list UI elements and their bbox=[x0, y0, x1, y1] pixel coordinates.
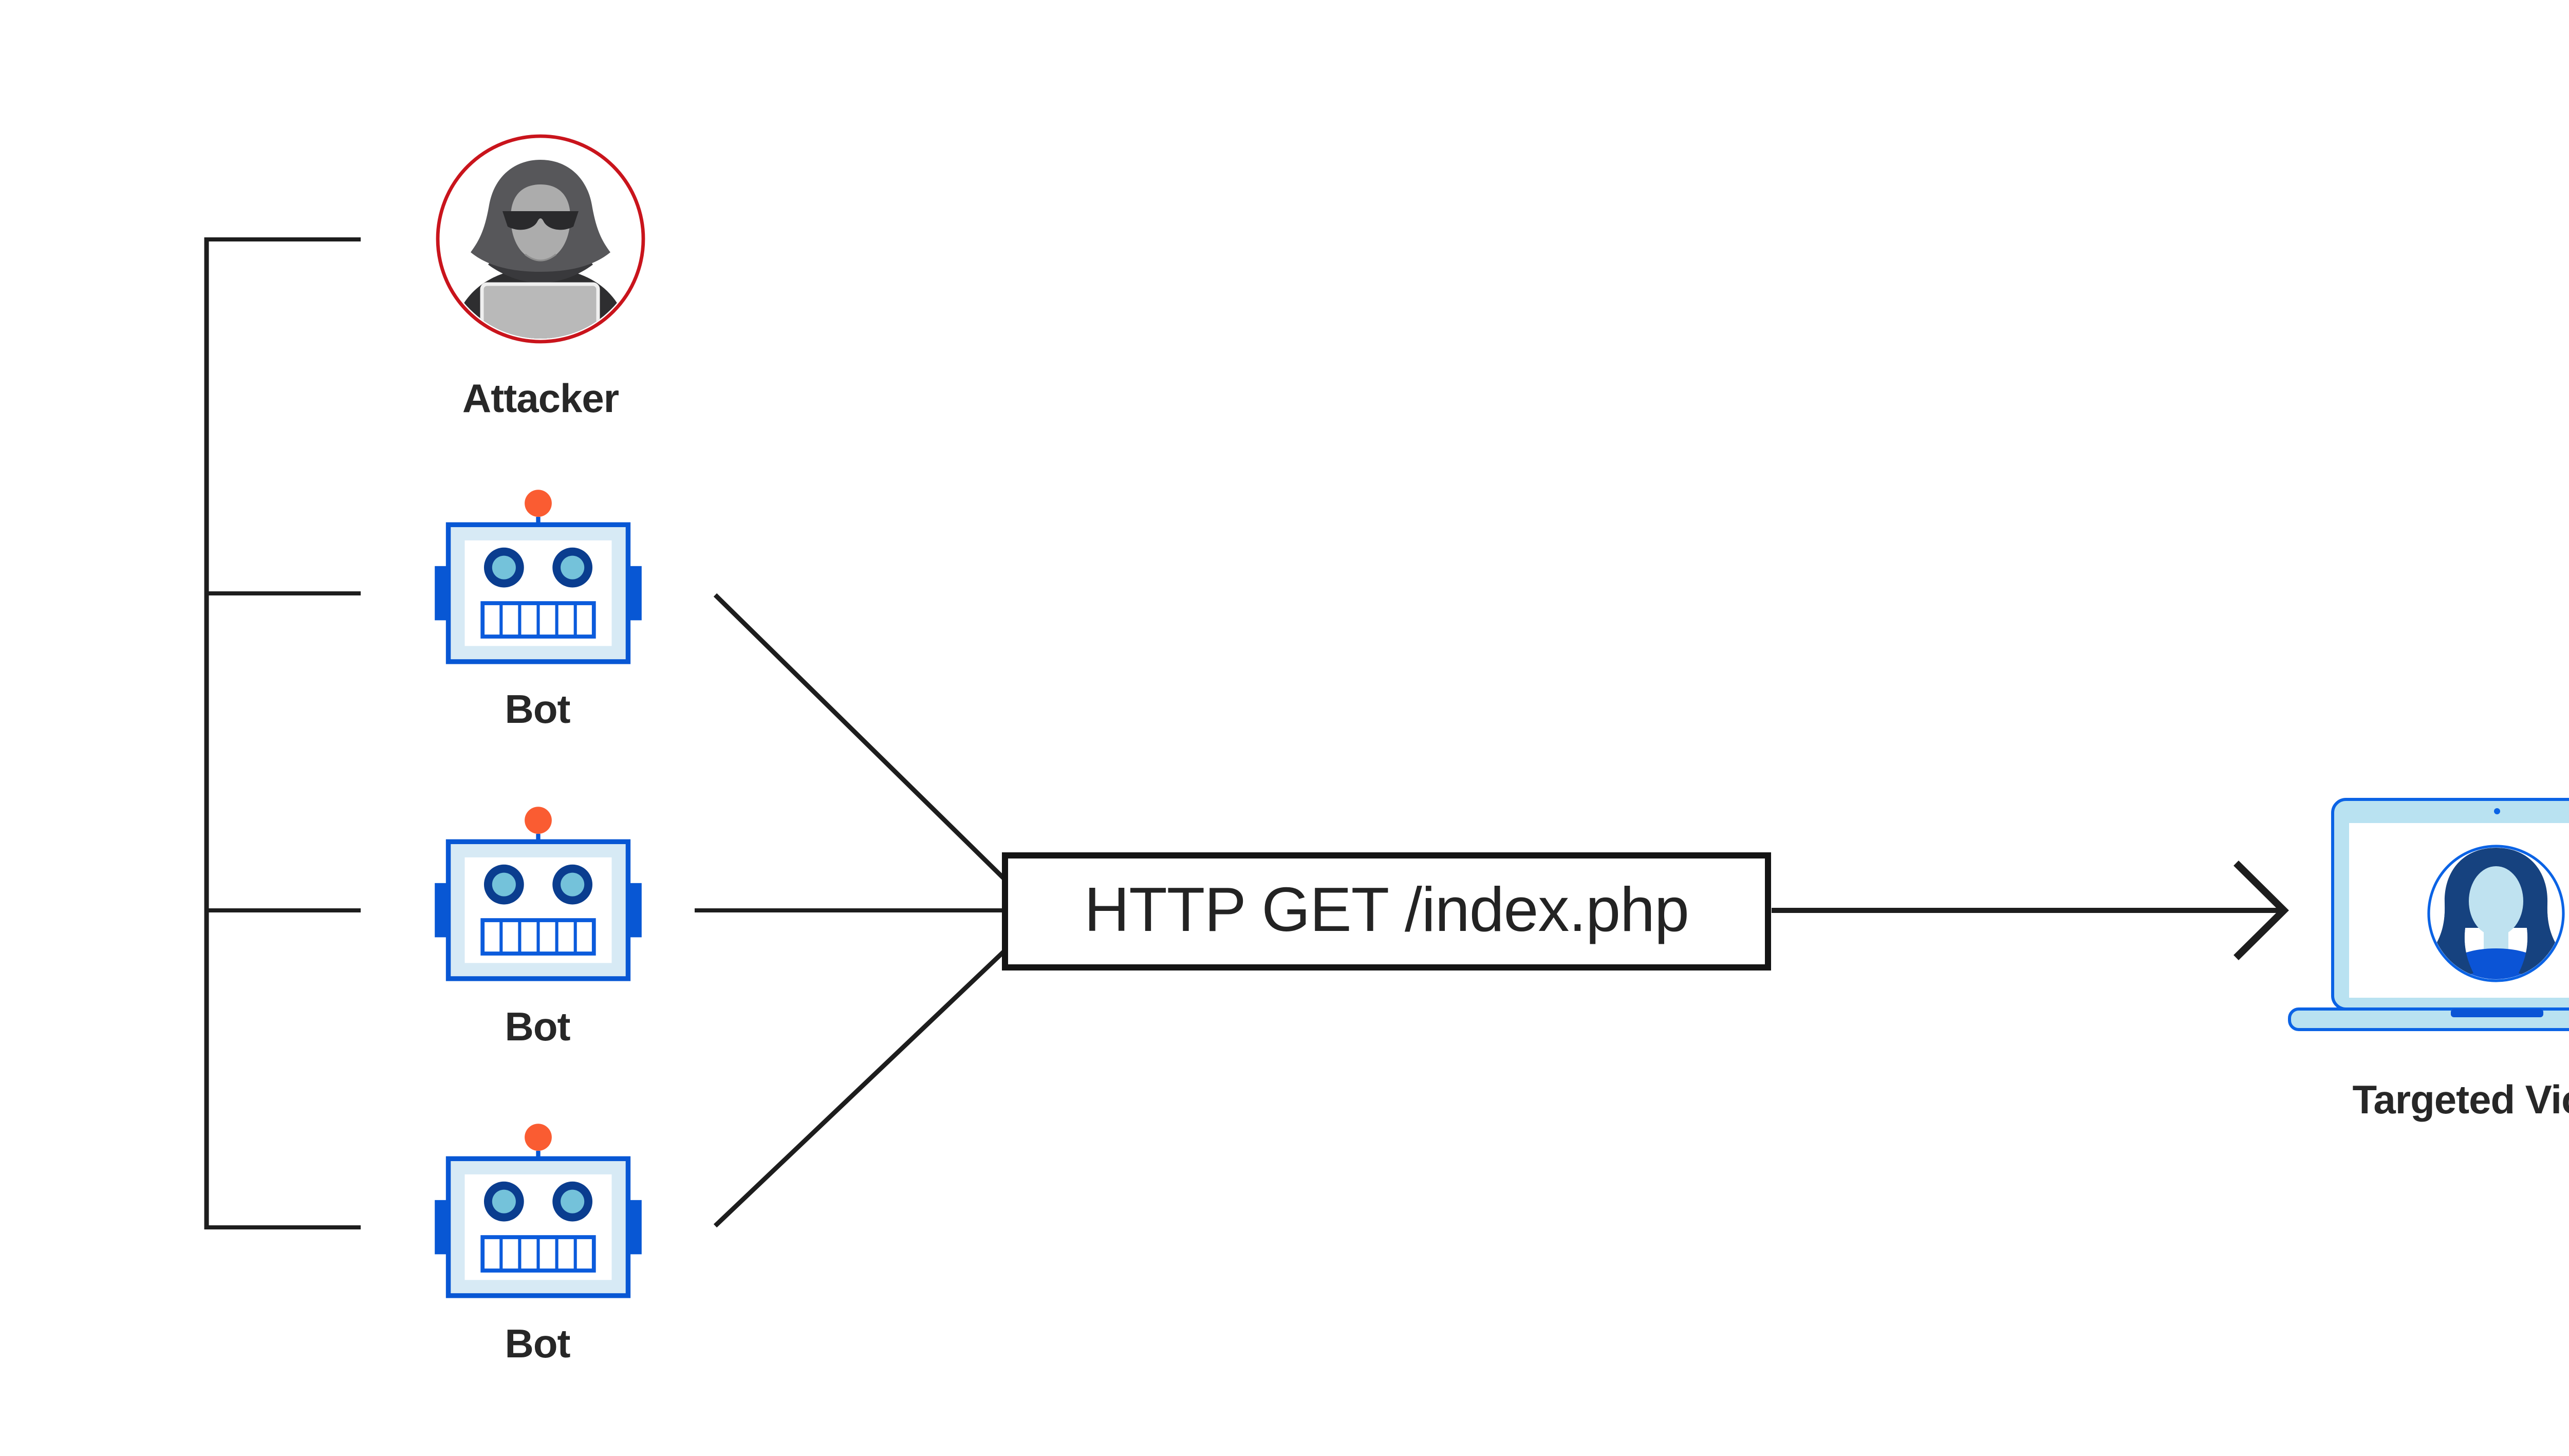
laptop-icon bbox=[2288, 798, 2569, 1031]
http-request-box: HTTP GET /index.php bbox=[1002, 852, 1771, 970]
bot-eye-left-pupil bbox=[492, 555, 516, 580]
laptop-hinge-notch bbox=[2451, 1009, 2543, 1017]
attacker-face bbox=[511, 184, 570, 260]
attacker-chin-line bbox=[525, 253, 556, 262]
avatar-face bbox=[2469, 866, 2523, 936]
bot-icon bbox=[435, 807, 642, 981]
bot1-label: Bot bbox=[505, 686, 571, 732]
bot-icon bbox=[435, 490, 642, 664]
bot-antenna-ball bbox=[525, 807, 552, 834]
avatar-hair-locks bbox=[2430, 903, 2562, 975]
victim-label: Targeted Victim bbox=[2352, 1077, 2569, 1122]
bot-mouth bbox=[480, 1235, 596, 1273]
bot1-to-box-line bbox=[713, 593, 1008, 882]
bot3-label: Bot bbox=[505, 1321, 571, 1366]
bot-mouth bbox=[480, 601, 596, 639]
http-request-label: HTTP GET /index.php bbox=[1084, 874, 1689, 944]
bot2-label: Bot bbox=[505, 1004, 571, 1049]
bot3-to-box-line bbox=[713, 948, 1008, 1228]
laptop-camera-dot bbox=[2494, 808, 2500, 814]
bot-antenna-ball bbox=[525, 1124, 552, 1151]
bot-eye-right-pupil bbox=[561, 555, 585, 580]
bot-icon bbox=[435, 1124, 642, 1298]
bot-antenna-ball bbox=[525, 490, 552, 517]
attacker-laptop bbox=[480, 282, 600, 339]
arrowhead-icon bbox=[2233, 861, 2289, 960]
avatar-neck bbox=[2484, 926, 2508, 953]
bot-eye-left-pupil bbox=[492, 872, 516, 897]
attacker-sunglasses bbox=[502, 211, 579, 230]
bot-eye-right-pupil bbox=[561, 1189, 585, 1214]
bot-mouth bbox=[480, 918, 596, 956]
attacker-label: Attacker bbox=[462, 376, 619, 421]
bot-eye-right-pupil bbox=[561, 872, 585, 897]
attacker-icon bbox=[436, 134, 645, 344]
bot-eye-left-pupil bbox=[492, 1189, 516, 1214]
